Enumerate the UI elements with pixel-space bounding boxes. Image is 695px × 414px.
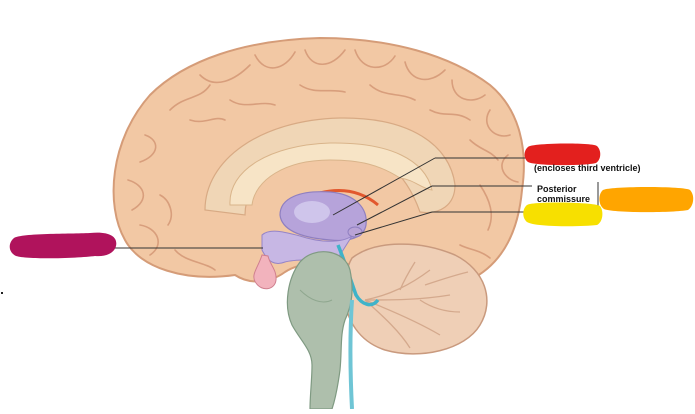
corpus-callosum: [229, 142, 433, 206]
red-label-marker: [524, 143, 601, 166]
medulla-shading: [299, 289, 333, 303]
posterior-commissure-label-line1: Posterior: [537, 184, 577, 194]
central-canal: [348, 299, 354, 410]
yellow-label-marker: [523, 202, 603, 227]
orange-label-marker: [599, 187, 694, 213]
interthalamic-adhesion: [294, 201, 330, 223]
brainstem: [286, 251, 353, 410]
pituitary-gland: [253, 254, 277, 290]
cortex-gyri: [127, 49, 519, 271]
magenta-label-marker: [9, 232, 117, 259]
arbor-vitae: [364, 261, 469, 349]
third-ventricle-note: (encloses third ventricle): [534, 163, 641, 173]
stray-dot: [1, 292, 3, 294]
posterior-commissure-label-line2: commissure: [537, 194, 591, 204]
pineal-gland: [347, 226, 363, 238]
